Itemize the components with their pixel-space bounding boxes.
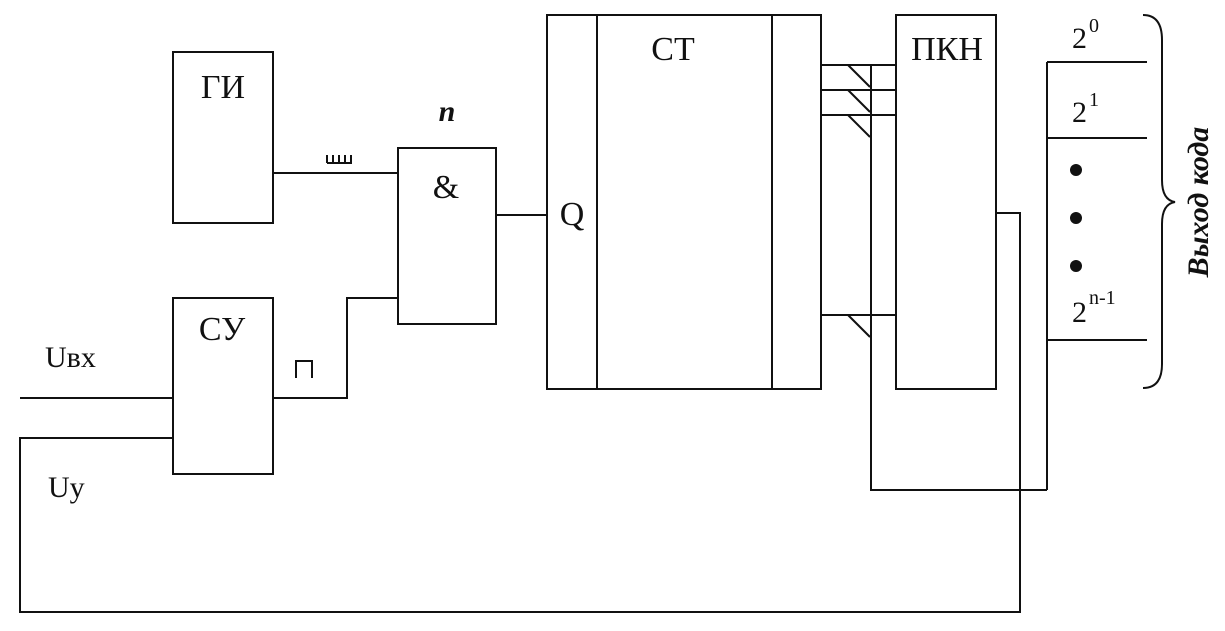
- output-bit-0: 2 0: [1072, 15, 1099, 55]
- counter-block: СТ Q: [546, 14, 822, 390]
- gi-block: ГИ: [172, 51, 274, 224]
- control-signal-label: Uу: [48, 471, 85, 504]
- counter-label: СТ: [651, 31, 695, 68]
- and-gate-label: &: [433, 169, 459, 206]
- bit0-exp: 0: [1089, 15, 1099, 37]
- bitn-base: 2: [1072, 296, 1087, 329]
- wires: [19, 61, 1147, 613]
- ellipsis-dot: [1070, 260, 1082, 272]
- bit1-base: 2: [1072, 96, 1087, 129]
- counter-input-label: Q: [560, 196, 585, 233]
- output-bit-1: 2 1: [1072, 89, 1099, 129]
- output-brace: [1142, 14, 1176, 389]
- output-bit-n: 2 n-1: [1072, 287, 1116, 329]
- gi-label: ГИ: [201, 69, 245, 106]
- su-block: СУ: [172, 297, 274, 475]
- output-group-label: Выход кода: [1182, 127, 1215, 279]
- pkn-label: ПКН: [911, 31, 983, 68]
- single-pulse-icon: [295, 360, 313, 378]
- input-signal-label: Uвх: [45, 341, 96, 374]
- bit0-base: 2: [1072, 22, 1087, 55]
- bit1-exp: 1: [1089, 89, 1099, 111]
- bitn-exp: n-1: [1089, 287, 1116, 309]
- and-gate: & n: [397, 95, 497, 325]
- su-label: СУ: [199, 311, 246, 348]
- pulse-train-icon: [326, 155, 352, 164]
- ellipsis-dot: [1070, 212, 1082, 224]
- and-gate-index: n: [439, 95, 456, 128]
- pkn-block: ПКН: [895, 14, 997, 390]
- ellipsis-dot: [1070, 164, 1082, 176]
